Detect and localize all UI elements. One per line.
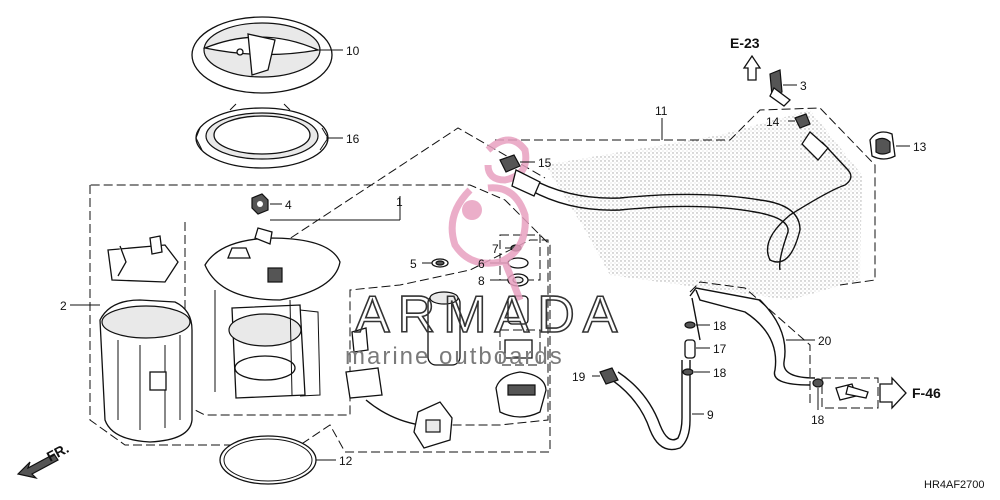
- ref-f46: F-46: [912, 385, 941, 401]
- part-15-hose-clip: [499, 154, 521, 173]
- callout-8: 8: [478, 274, 485, 288]
- callout-15: 15: [538, 156, 552, 170]
- part-14-clip: [794, 113, 811, 129]
- callout-2: 2: [60, 299, 67, 313]
- part-10-tank-cover: [191, 16, 333, 94]
- part-5-seal: [431, 258, 449, 268]
- part-17-joint: [684, 339, 696, 359]
- callout-20: 20: [818, 334, 832, 348]
- assembly-outline-11: [495, 107, 876, 286]
- callout-14: 14: [766, 115, 780, 129]
- stipple-area: [545, 110, 862, 300]
- callout-11: 11: [655, 104, 668, 118]
- diagram-code: HR4AF2700: [924, 479, 985, 491]
- callout-18-right: 18: [811, 413, 825, 427]
- callout-4: 4: [285, 198, 292, 212]
- f46-connector: [835, 383, 869, 401]
- part-19-clip: [599, 367, 619, 385]
- callout-16: 16: [346, 132, 360, 146]
- armada-watermark: ARMADA marine outboards: [345, 136, 625, 370]
- part-20-hose: [689, 287, 816, 386]
- callout-18-upper: 18: [713, 319, 727, 333]
- callout-1: 1: [396, 195, 403, 209]
- callout-5: 5: [410, 257, 417, 271]
- part-12-o-ring: [219, 435, 317, 485]
- fuel-pump-motor: [427, 291, 461, 366]
- callout-17: 17: [713, 342, 727, 356]
- part-11-fuel-hose: [511, 131, 852, 271]
- callout-12: 12: [339, 454, 353, 468]
- callout-18-lower: 18: [713, 366, 727, 380]
- assembly-outline-f46: [821, 377, 879, 409]
- watermark-brand: ARMADA: [355, 286, 625, 344]
- part-4-nut: [251, 193, 269, 215]
- part-2-pump-housing: [99, 235, 193, 443]
- part-18-clip-right: [812, 378, 824, 388]
- watermark-tagline: marine outboards: [345, 343, 564, 370]
- assembly-outline-1: [184, 222, 549, 426]
- callout-19: 19: [572, 370, 586, 384]
- part-13-grommet: [869, 131, 896, 160]
- callout-6: 6: [478, 257, 485, 271]
- callout-13: 13: [913, 140, 927, 154]
- callout-7: 7: [492, 242, 499, 256]
- pump-filter-base: [495, 339, 547, 418]
- part-3-bracket: [769, 69, 791, 107]
- part-18-clip-lower: [682, 368, 694, 376]
- watermark-logo-icon: [448, 136, 530, 302]
- callout-10: 10: [346, 44, 360, 58]
- part-18-clip-upper: [684, 321, 696, 329]
- assembly-outline-2: [89, 184, 551, 453]
- callout-9: 9: [707, 408, 714, 422]
- fuel-sender-unit: [345, 327, 453, 449]
- f46-arrow-icon: [879, 376, 907, 410]
- part-1-pump-module: [204, 227, 341, 399]
- front-direction-arrow-icon: [16, 453, 59, 480]
- callout-3: 3: [800, 79, 807, 93]
- part-16-retaining-ring: [195, 103, 329, 169]
- part-9-hose: [611, 360, 691, 451]
- assembly-outline-20: [689, 281, 811, 405]
- e23-arrow-icon: [742, 54, 762, 81]
- ref-e23: E-23: [730, 35, 760, 51]
